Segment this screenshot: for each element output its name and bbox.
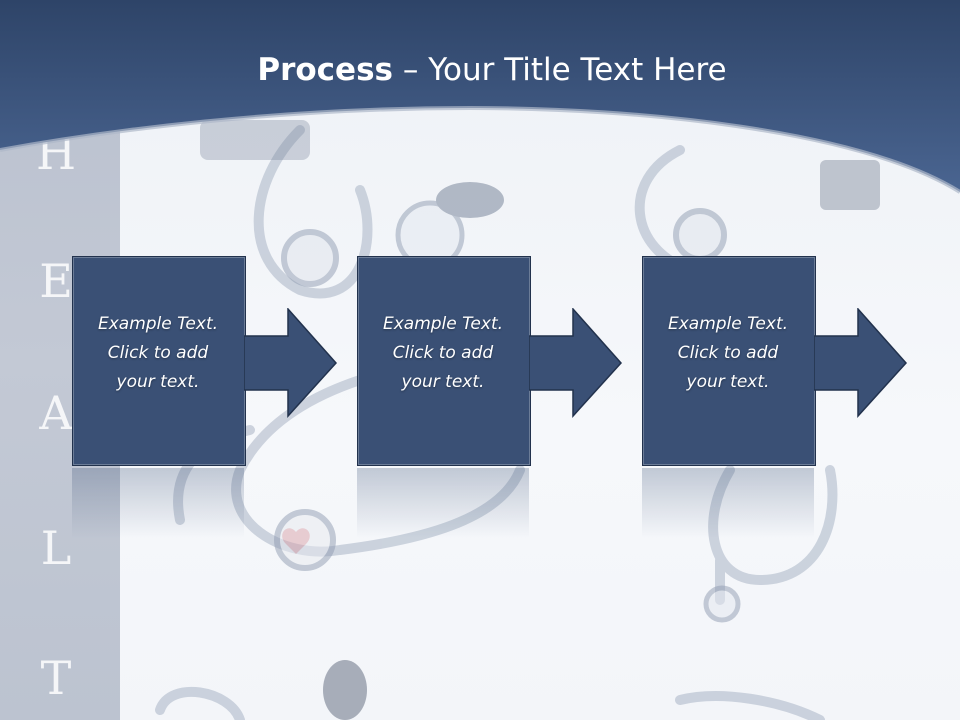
- side-letter-t: T: [40, 651, 72, 705]
- step-box[interactable]: [357, 256, 531, 466]
- step-box[interactable]: [72, 256, 246, 466]
- step-text-line: Example Text.: [667, 314, 789, 334]
- step-text-line: your text.: [401, 372, 485, 392]
- side-letter-l: L: [40, 521, 72, 575]
- step-text-line: Example Text.: [97, 314, 219, 334]
- title-rest: – Your Title Text Here: [393, 52, 727, 88]
- step-text-line: Click to add: [392, 343, 494, 363]
- step-reflection: [642, 468, 814, 538]
- step-text-line: your text.: [116, 372, 200, 392]
- arrow-right-icon: [529, 308, 623, 418]
- step-reflection: [72, 468, 244, 538]
- process-step-1[interactable]: Example Text. Click to add your text.: [72, 256, 412, 538]
- step-text-line: Click to add: [107, 343, 209, 363]
- step-reflection: [357, 468, 529, 538]
- step-text-line: your text.: [686, 372, 770, 392]
- header-banner: [0, 0, 960, 194]
- process-step-2[interactable]: Example Text. Click to add your text.: [357, 256, 697, 538]
- arrow-right-icon: [814, 308, 908, 418]
- slide-title[interactable]: Process – Your Title Text Here: [0, 52, 960, 88]
- side-letter-a: A: [39, 386, 73, 440]
- step-text[interactable]: Example Text. Click to add your text.: [642, 310, 814, 397]
- step-text[interactable]: Example Text. Click to add your text.: [357, 310, 529, 397]
- side-letter-e: E: [39, 254, 73, 308]
- step-text[interactable]: Example Text. Click to add your text.: [72, 310, 244, 397]
- arrow-right-icon: [244, 308, 338, 418]
- title-bold: Process: [257, 52, 393, 88]
- process-step-3[interactable]: Example Text. Click to add your text.: [642, 256, 960, 538]
- step-box[interactable]: [642, 256, 816, 466]
- step-text-line: Click to add: [677, 343, 779, 363]
- step-text-line: Example Text.: [382, 314, 504, 334]
